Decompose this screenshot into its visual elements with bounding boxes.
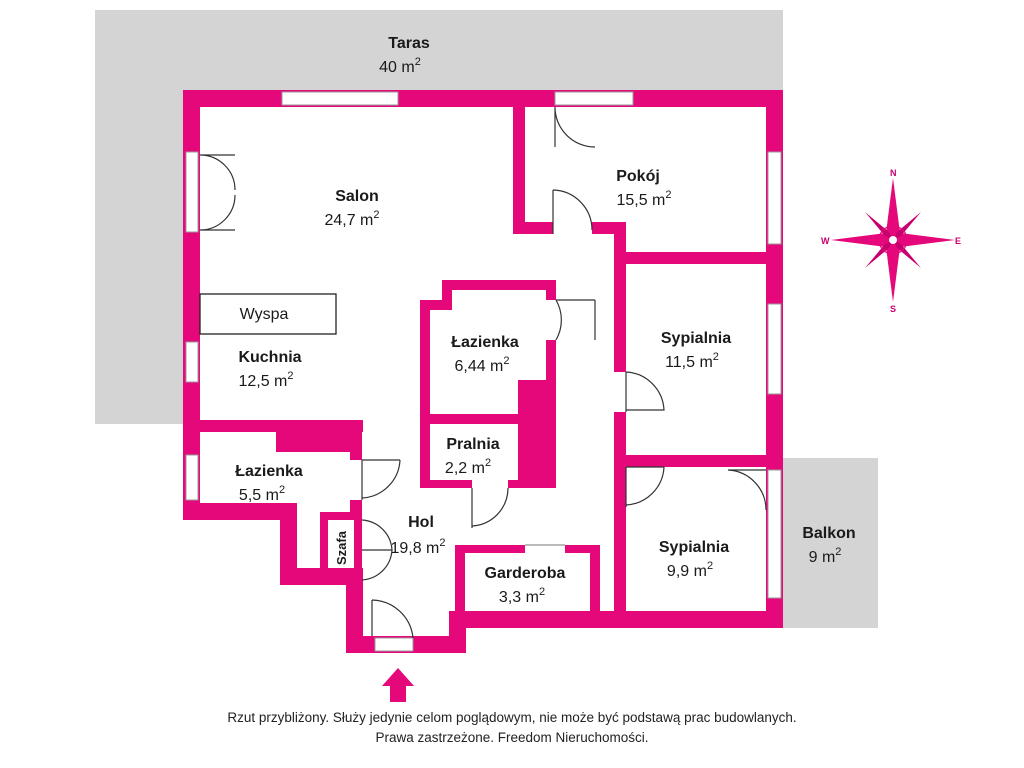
entrance-arrow-icon [382,668,414,702]
doors [199,106,767,639]
room-name-szafa: Szafa [334,530,349,565]
room-name-pokoj: Pokój [616,168,660,185]
terrace-area [95,10,783,90]
room-name-sypialnia-1: Sypialnia [661,330,731,347]
room-area-kuchnia: 12,5 m2 [238,370,293,390]
room-name-lazienka-1: Łazienka [451,334,519,351]
room-area-garderoba: 3,3 m2 [499,586,545,606]
room-area-hol: 19,8 m2 [390,537,445,557]
terrace-side-area [95,10,183,424]
room-area-balkon: 9 m2 [809,546,842,566]
room-area-sypialnia-2: 9,9 m2 [667,560,713,580]
compass-s: S [890,304,896,314]
room-area-pralnia: 2,2 m2 [445,457,491,477]
room-name-salon: Salon [335,188,379,205]
room-labels: Taras 40 m2 Salon 24,7 m2 Pokój 15,5 m2 … [235,35,855,606]
room-area-taras: 40 m2 [379,56,421,76]
interior-walls [183,107,766,620]
room-name-pralnia: Pralnia [446,436,499,453]
room-name-balkon: Balkon [802,525,855,542]
island-label: Wyspa [240,306,289,323]
room-name-hol: Hol [408,514,434,531]
disclaimer: Rzut przybliżony. Służy jedynie celom po… [0,708,1024,748]
compass-rose-icon: N S E W [821,168,961,314]
compass-n: N [890,168,897,178]
room-area-salon: 24,7 m2 [324,209,379,229]
room-name-taras: Taras [388,35,430,52]
room-area-lazienka-2: 5,5 m2 [239,484,285,504]
room-name-lazienka-2: Łazienka [235,463,303,480]
disclaimer-line-1: Rzut przybliżony. Służy jedynie celom po… [227,710,797,725]
windows [185,91,782,652]
room-area-sypialnia-1: 11,5 m2 [665,351,719,371]
compass-w: W [821,236,830,246]
balcony-area [783,458,878,628]
room-area-pokoj: 15,5 m2 [616,189,671,209]
room-name-sypialnia-2: Sypialnia [659,539,729,556]
room-name-garderoba: Garderoba [485,565,566,582]
kitchen-island [199,293,337,335]
compass-e: E [955,236,961,246]
disclaimer-line-2: Prawa zastrzeżone. Freedom Nieruchomości… [375,730,649,745]
room-name-kuchnia: Kuchnia [238,349,301,366]
room-area-lazienka-1: 6,44 m2 [454,355,509,375]
